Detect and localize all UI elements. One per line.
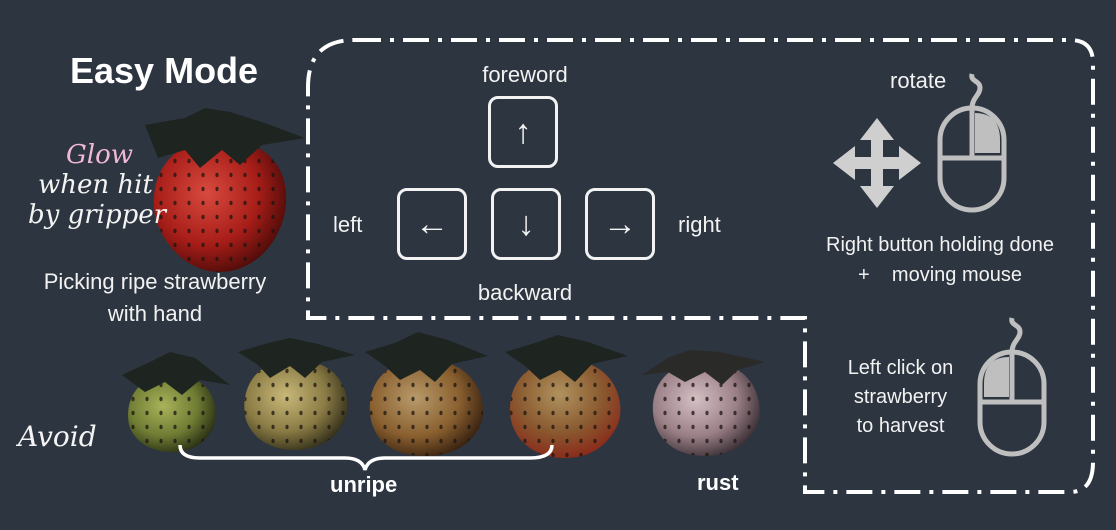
move-cross-icon bbox=[833, 118, 921, 208]
harvest-line1: Left click on bbox=[847, 357, 954, 379]
glow-word: Glow bbox=[66, 140, 133, 170]
right-label: right bbox=[678, 212, 721, 237]
right-key[interactable]: → bbox=[585, 188, 655, 260]
left-key[interactable]: ← bbox=[397, 188, 467, 260]
rust-label: rust bbox=[697, 470, 739, 495]
caption-line2: with hand bbox=[107, 301, 203, 326]
mouse-right-button-icon bbox=[937, 73, 1007, 213]
brace-icon bbox=[178, 444, 554, 471]
arrow-up-icon: ↑ bbox=[514, 112, 532, 151]
harvest-instruction: Left click on strawberry to harvest bbox=[828, 354, 973, 441]
ripe-strawberry bbox=[145, 108, 305, 272]
unripe-strawberry-1 bbox=[122, 352, 230, 452]
page-title: Easy Mode bbox=[70, 50, 259, 91]
glow-note: Glow when hit by gripper bbox=[28, 140, 198, 230]
glow-line2: when hit bbox=[38, 170, 153, 200]
caption-line1: Picking ripe strawberry bbox=[43, 269, 267, 294]
rotate-label: rotate bbox=[890, 68, 947, 93]
unripe-strawberry-2 bbox=[238, 338, 355, 450]
forward-label: foreword bbox=[482, 62, 568, 87]
glow-line3: by gripper bbox=[28, 200, 167, 230]
unripe-label: unripe bbox=[330, 472, 398, 497]
mouse-left-button-icon bbox=[977, 317, 1047, 457]
backward-label: backward bbox=[477, 280, 573, 305]
avoid-label: Avoid bbox=[18, 420, 97, 453]
arrow-left-icon: ← bbox=[415, 204, 449, 243]
unripe-strawberry-3 bbox=[365, 332, 488, 456]
caption: Picking ripe strawberry with hand bbox=[20, 266, 290, 330]
rotate-instruction-line2: + moving mouse bbox=[858, 264, 1022, 286]
rotate-instruction: Right button holding done + moving mouse bbox=[800, 230, 1080, 290]
rust-strawberry bbox=[642, 350, 765, 456]
harvest-line2: strawberry bbox=[853, 386, 948, 408]
up-key[interactable]: ↑ bbox=[488, 96, 558, 168]
harvest-line3: to harvest bbox=[856, 415, 945, 437]
unripe-strawberry-4 bbox=[505, 335, 628, 458]
left-label: left bbox=[333, 212, 363, 237]
rotate-instruction-line1: Right button holding done bbox=[826, 234, 1054, 256]
arrow-right-icon: → bbox=[603, 204, 637, 243]
down-key[interactable]: ↓ bbox=[491, 188, 561, 260]
arrow-down-icon: ↓ bbox=[517, 204, 535, 243]
